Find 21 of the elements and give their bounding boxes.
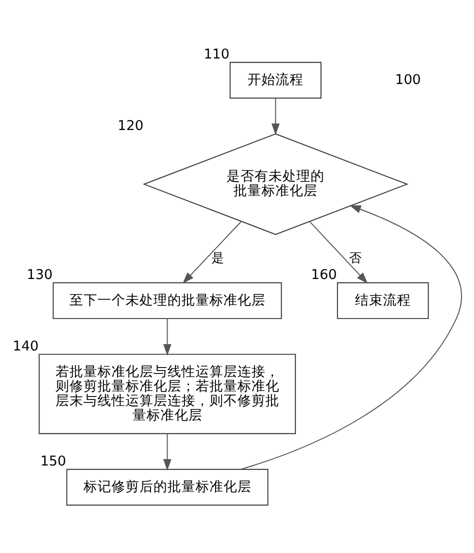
arrow <box>163 318 172 356</box>
arrow <box>272 98 280 136</box>
edge-label: 是 <box>212 250 225 265</box>
node-box: 若批量标准化层与线性运算层连接，则修剪批量标准化层；若批量标准化层末与线性运算层连接，则不修剪批量标准化层 <box>38 354 296 434</box>
arrow <box>182 220 242 284</box>
arrow <box>163 433 172 471</box>
node-label: 110 <box>204 46 230 63</box>
node-label: 130 <box>26 267 53 284</box>
node-box: 至下一个未处理的批量标准化层 <box>52 282 282 320</box>
arrow <box>309 221 368 284</box>
node-box: 开始流程 <box>230 62 322 99</box>
arrow <box>240 205 462 470</box>
edge-label: 否 <box>348 250 362 265</box>
node-diamond: 是否有未处理的批量标准化层 <box>142 133 408 235</box>
node-label: 150 <box>40 454 66 470</box>
node-label: 160 <box>311 267 337 284</box>
node-label: 120 <box>118 118 144 134</box>
node-label: 140 <box>12 338 39 355</box>
node-box: 标记修剪后的批量标准化层 <box>66 468 268 506</box>
label: 100 <box>395 72 421 88</box>
node-box: 结束流程 <box>336 282 429 320</box>
